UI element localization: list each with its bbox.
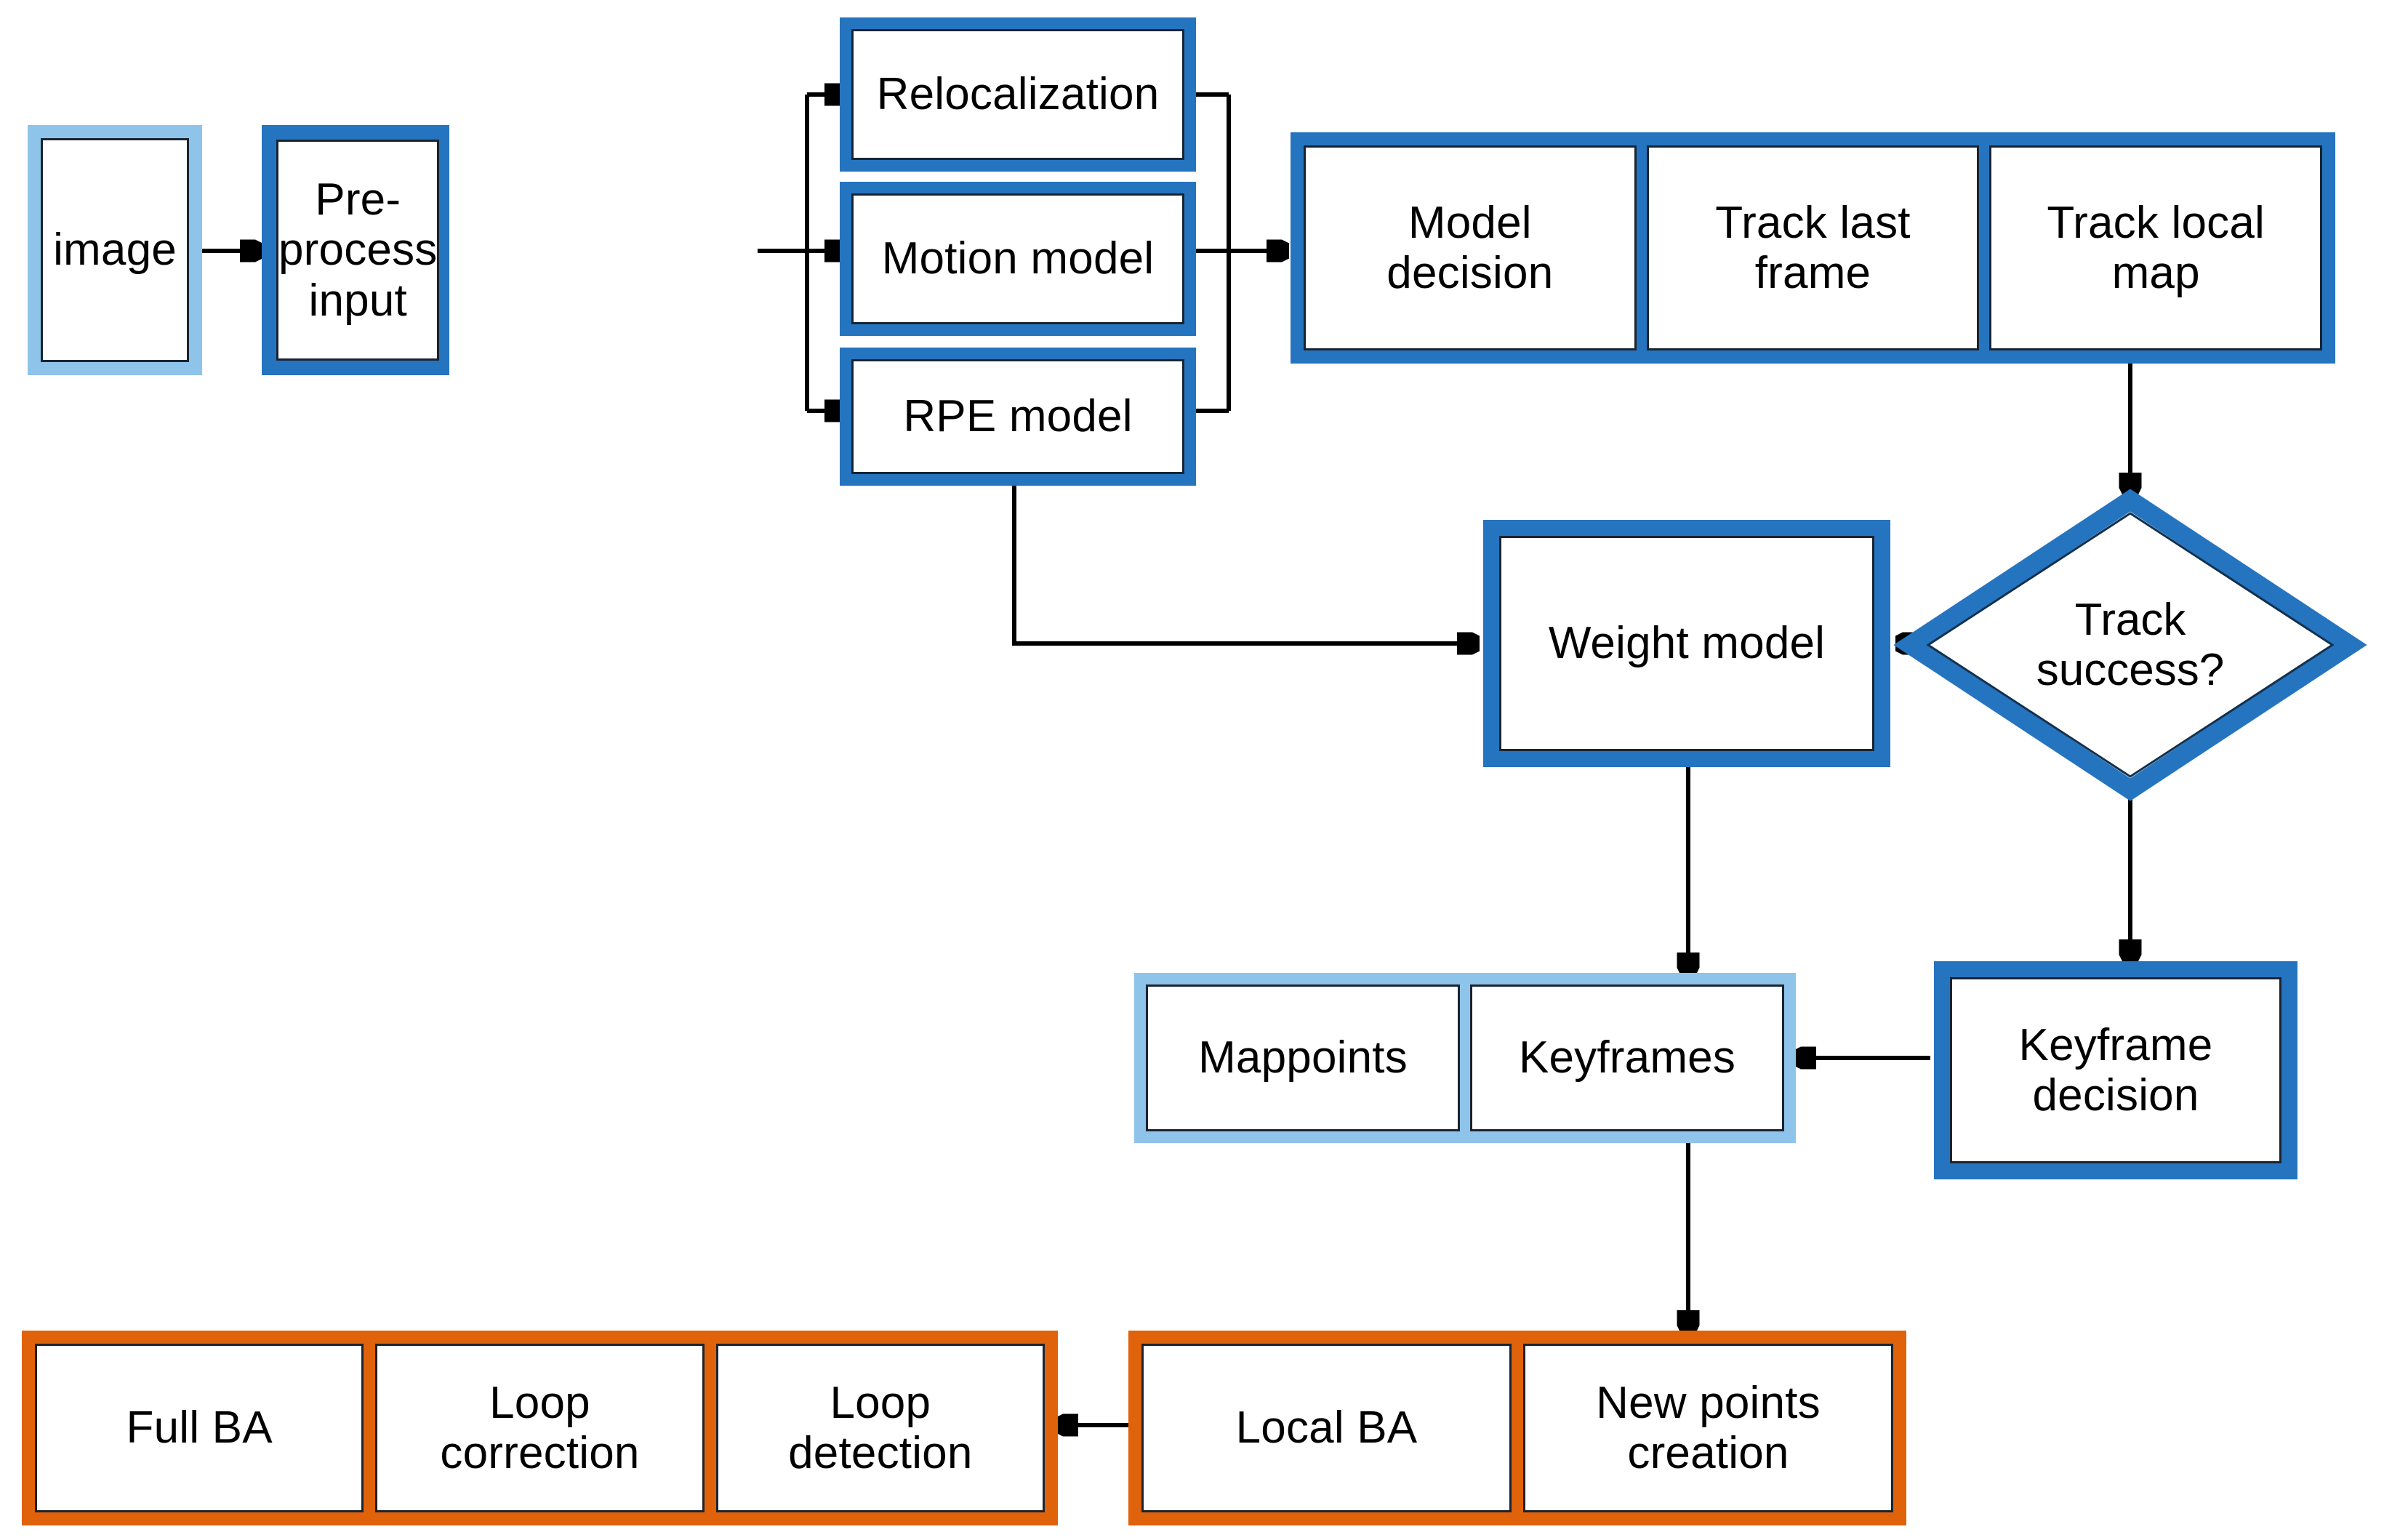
edge-rpe-model-to-weight-model xyxy=(1012,484,1477,643)
models-group-rpe-model: RPE model xyxy=(840,348,1196,486)
node-track-last-frame[interactable]: Track last frame xyxy=(1646,145,1980,350)
node-preprocess-input[interactable]: Pre-process input xyxy=(276,140,440,361)
node-mappoints[interactable]: Mappoints xyxy=(1146,984,1460,1131)
edge-models-to-model-decision xyxy=(1191,92,1287,413)
node-keyframe-decision[interactable]: Keyframe decision xyxy=(1950,977,2281,1163)
node-full-ba[interactable]: Full BA xyxy=(35,1344,364,1512)
node-loop-detection[interactable]: Loop detection xyxy=(715,1344,1045,1512)
node-rpe-model[interactable]: RPE model xyxy=(851,359,1184,474)
weight-model-group: Weight model xyxy=(1483,520,1890,767)
node-relocalization[interactable]: Relocalization xyxy=(851,29,1184,160)
edge-preprocess-to-models xyxy=(758,95,845,411)
models-group-motion-model: Motion model xyxy=(840,182,1196,336)
node-track-success[interactable]: Track success? xyxy=(1893,489,2367,801)
node-weight-model[interactable]: Weight model xyxy=(1499,536,1874,751)
diamond-shape xyxy=(1893,489,2367,801)
node-track-local-map[interactable]: Track local map xyxy=(1989,145,2323,350)
node-new-points-creation[interactable]: New points creation xyxy=(1523,1344,1893,1512)
node-local-ba[interactable]: Local BA xyxy=(1141,1344,1512,1512)
node-image[interactable]: image xyxy=(41,138,189,362)
tracking-group: Model decision Track last frame Track lo… xyxy=(1291,132,2335,364)
loop-group: Full BA Loop correction Loop detection xyxy=(22,1331,1058,1525)
keyframe-decision-group: Keyframe decision xyxy=(1934,961,2297,1179)
input-group: image xyxy=(28,125,202,375)
models-group-relocalization: Relocalization xyxy=(840,17,1196,172)
mapping-group: Local BA New points creation xyxy=(1128,1331,1906,1525)
node-motion-model[interactable]: Motion model xyxy=(851,193,1184,324)
map-group: Mappoints Keyframes xyxy=(1134,973,1796,1143)
node-loop-correction[interactable]: Loop correction xyxy=(375,1344,705,1512)
node-model-decision[interactable]: Model decision xyxy=(1304,145,1637,350)
preprocess-group: Pre-process input xyxy=(262,125,449,375)
node-keyframes[interactable]: Keyframes xyxy=(1470,984,1784,1131)
